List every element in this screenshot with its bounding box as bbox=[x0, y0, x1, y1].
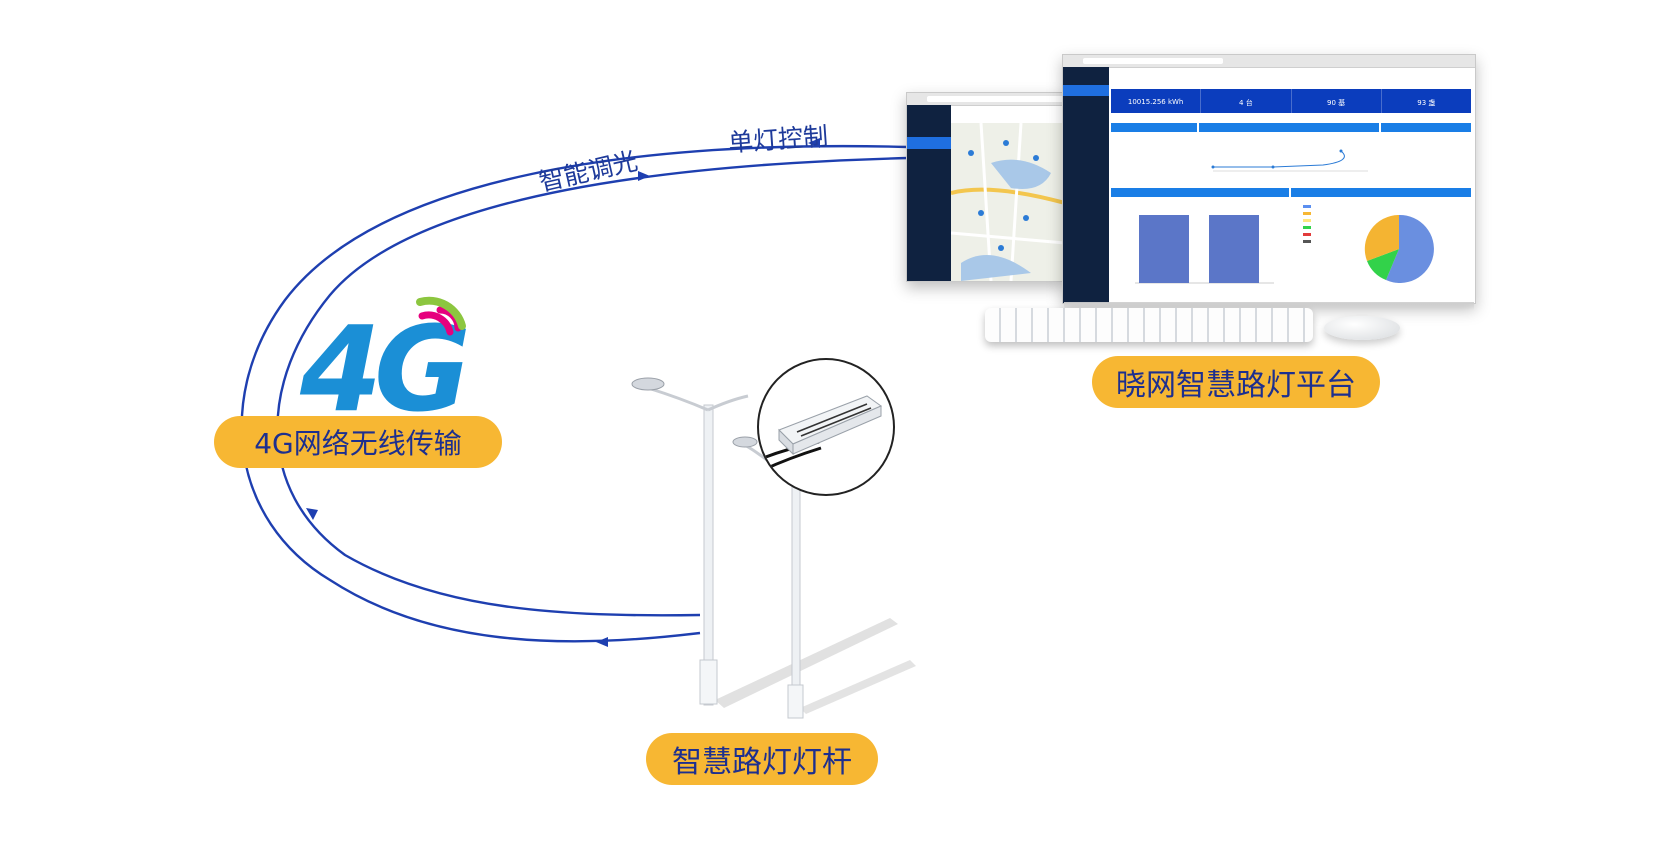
pie-legend bbox=[1303, 205, 1311, 243]
controller-device bbox=[762, 395, 883, 472]
stats-band: 10015.256 kWh 4 台 90 基 93 盏 bbox=[1111, 89, 1471, 113]
wifi-signal-icon bbox=[416, 296, 466, 336]
stat-poles: 90 基 bbox=[1292, 89, 1382, 113]
panel-head-4 bbox=[1111, 188, 1289, 197]
inner-arc bbox=[276, 156, 909, 617]
street-lamp-poles bbox=[631, 377, 916, 719]
controller-inset bbox=[757, 358, 895, 496]
panel-head-1 bbox=[1111, 123, 1197, 132]
single-lamp-label: 单灯控制 bbox=[727, 121, 830, 158]
dashboard-sidebar bbox=[1063, 67, 1109, 303]
platform-pill: 晓网智慧路灯平台 bbox=[1092, 356, 1380, 408]
map-view bbox=[951, 123, 1065, 281]
arrow-single-lamp bbox=[808, 138, 820, 148]
dashboard-screen: 10015.256 kWh 4 台 90 基 93 盏 bbox=[1062, 54, 1476, 304]
panel-head-2 bbox=[1199, 123, 1379, 132]
browser-bar bbox=[907, 93, 1065, 106]
map-sidebar bbox=[907, 105, 951, 281]
map-screen bbox=[906, 92, 1066, 282]
arrow-down-left bbox=[306, 508, 318, 520]
pole-pill: 智慧路灯灯杆 bbox=[646, 733, 878, 785]
bar-chart bbox=[1135, 215, 1274, 284]
network-pill: 4G网络无线传输 bbox=[214, 416, 502, 468]
arrow-pole bbox=[596, 637, 608, 647]
monitor-shadow bbox=[1064, 302, 1474, 310]
stat-energy: 10015.256 kWh bbox=[1111, 89, 1202, 113]
4g-logo: 4G bbox=[300, 300, 471, 438]
panel-head-5 bbox=[1291, 188, 1471, 197]
outer-arc bbox=[240, 144, 909, 643]
mouse bbox=[1324, 316, 1400, 340]
keyboard bbox=[985, 308, 1313, 342]
browser-bar bbox=[1063, 55, 1475, 68]
stat-lamps: 93 盏 bbox=[1417, 99, 1436, 107]
arrow-dimming bbox=[638, 171, 650, 181]
pie-chart bbox=[1303, 205, 1434, 283]
line-chart bbox=[1211, 149, 1368, 172]
panel-head-3 bbox=[1381, 123, 1471, 132]
stat-devices: 4 台 bbox=[1201, 89, 1292, 113]
